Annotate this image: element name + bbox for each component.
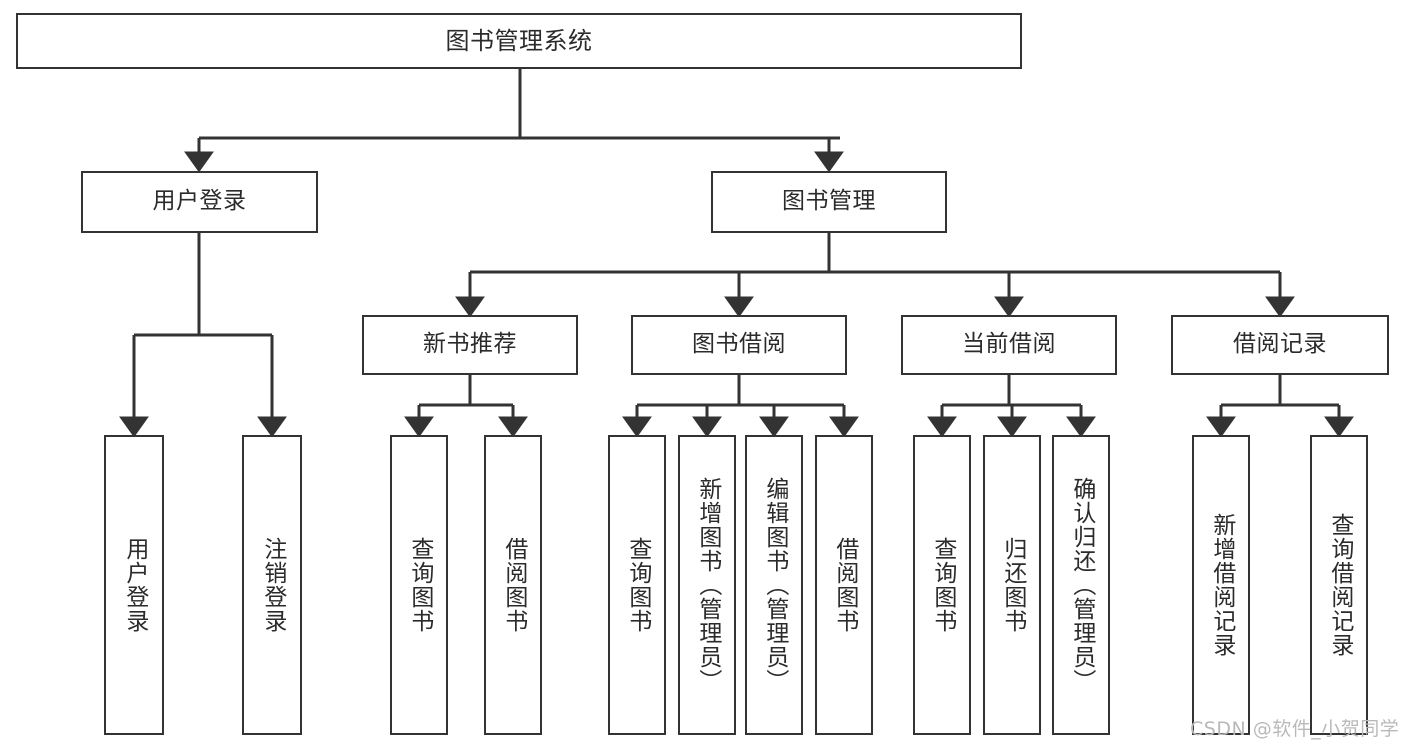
node-root-system[interactable]: 图书管理系统 (16, 13, 1022, 69)
node-label: 用户登录 (152, 188, 247, 215)
node-label: 新增借阅记录 (1208, 513, 1235, 657)
node-label: 借阅图书 (500, 537, 527, 633)
leaf-query-book-current[interactable]: 查询图书 (913, 435, 971, 735)
node-label: 图书借阅 (692, 331, 786, 358)
node-label: 查询图书 (406, 537, 433, 633)
node-label: 归还图书 (999, 537, 1026, 633)
node-label: 新增图书（管理员） (694, 477, 721, 693)
leaf-borrow-book-recommend[interactable]: 借阅图书 (484, 435, 542, 735)
node-label: 确认归还（管理员） (1068, 477, 1095, 693)
node-label: 图书管理系统 (445, 26, 593, 55)
node-book-management[interactable]: 图书管理 (711, 171, 947, 233)
node-label: 图书管理 (782, 188, 876, 215)
leaf-user-login[interactable]: 用户登录 (104, 435, 164, 735)
node-borrow-records[interactable]: 借阅记录 (1171, 315, 1389, 375)
node-label: 当前借阅 (962, 331, 1056, 358)
node-label: 新书推荐 (423, 331, 517, 358)
csdn-watermark: CSDN @软件_小贺同学 (1190, 718, 1400, 740)
node-label: 编辑图书（管理员） (761, 477, 788, 693)
node-current-borrow[interactable]: 当前借阅 (901, 315, 1117, 375)
node-label: 注销登录 (259, 537, 286, 633)
node-user-login[interactable]: 用户登录 (81, 171, 318, 233)
leaf-query-book-borrow[interactable]: 查询图书 (608, 435, 666, 735)
node-new-book-recommend[interactable]: 新书推荐 (362, 315, 578, 375)
leaf-query-borrow-record[interactable]: 查询借阅记录 (1310, 435, 1368, 735)
node-label: 查询图书 (929, 537, 956, 633)
node-label: 用户登录 (121, 537, 148, 633)
node-label: 借阅图书 (831, 537, 858, 633)
leaf-add-borrow-record[interactable]: 新增借阅记录 (1192, 435, 1250, 735)
leaf-return-book[interactable]: 归还图书 (983, 435, 1041, 735)
leaf-borrow-book[interactable]: 借阅图书 (815, 435, 873, 735)
leaf-add-book-admin[interactable]: 新增图书（管理员） (678, 435, 736, 735)
leaf-logout[interactable]: 注销登录 (242, 435, 302, 735)
leaf-query-book-recommend[interactable]: 查询图书 (390, 435, 448, 735)
leaf-confirm-return-admin[interactable]: 确认归还（管理员） (1052, 435, 1110, 735)
leaf-edit-book-admin[interactable]: 编辑图书（管理员） (745, 435, 803, 735)
node-label: 借阅记录 (1233, 331, 1327, 358)
node-label: 查询借阅记录 (1326, 513, 1353, 657)
node-label: 查询图书 (624, 537, 651, 633)
node-book-borrow[interactable]: 图书借阅 (631, 315, 847, 375)
